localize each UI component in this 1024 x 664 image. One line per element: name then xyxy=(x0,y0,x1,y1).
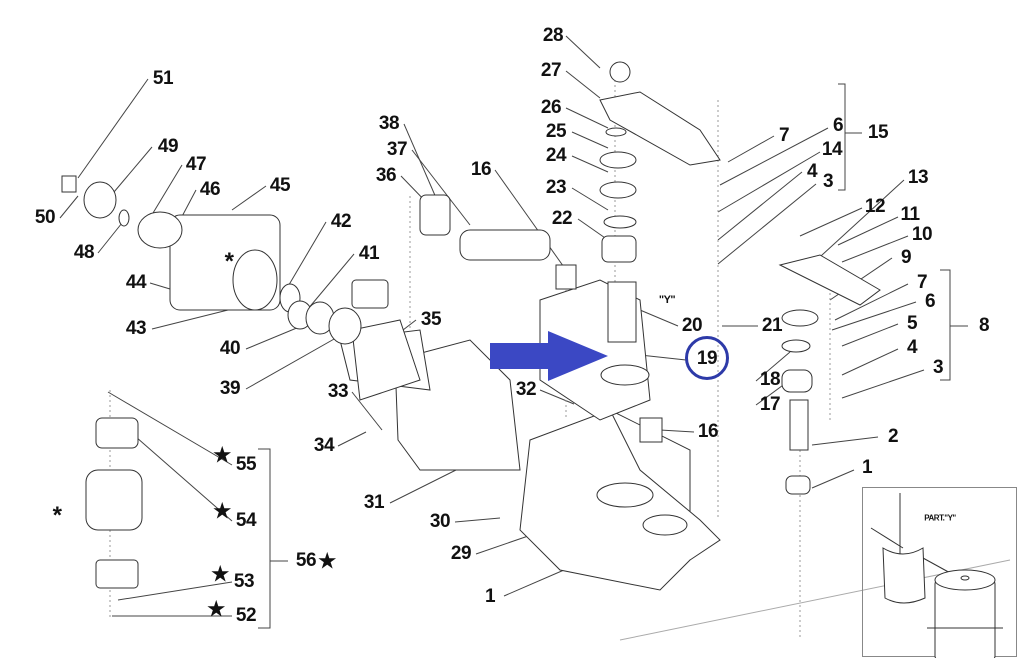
callout-12: 12 xyxy=(864,196,886,217)
callout-49: 49 xyxy=(157,136,179,157)
star-marker: ★ xyxy=(211,563,229,586)
callout-17: 17 xyxy=(759,394,781,415)
callout-36: 36 xyxy=(375,165,397,186)
callout-48: 48 xyxy=(73,242,95,263)
callout-40: 40 xyxy=(219,338,241,359)
callout-16b: 16 xyxy=(697,421,719,442)
part-y-detail-drawing xyxy=(870,493,1003,661)
callout-56: 56 xyxy=(295,550,317,571)
callout-45: 45 xyxy=(269,175,291,196)
callout-9: 9 xyxy=(900,247,912,268)
callout-37: 37 xyxy=(386,139,408,160)
callout-34: 34 xyxy=(313,435,335,456)
inset-title: PART."Y" xyxy=(924,513,956,523)
callout-7b: 7 xyxy=(916,272,928,293)
callout-43: 43 xyxy=(125,318,147,339)
callout-46: 46 xyxy=(199,179,221,200)
callout-10: 10 xyxy=(911,224,933,245)
callout-24: 24 xyxy=(545,145,567,166)
callout-38: 38 xyxy=(378,113,400,134)
callout-1: 1 xyxy=(861,457,873,478)
callout-42: 42 xyxy=(330,211,352,232)
callout-16: 16 xyxy=(470,159,492,180)
callout-29: 29 xyxy=(450,543,472,564)
callout-2: 2 xyxy=(887,426,899,447)
part-y-marker: "Y" xyxy=(658,294,676,306)
part-shapes xyxy=(61,61,881,589)
callout-4b: 4 xyxy=(906,337,918,358)
asterisk-marker: * xyxy=(52,502,62,529)
callout-5: 5 xyxy=(906,313,918,334)
leader-lines xyxy=(59,35,968,629)
star-marker: ★ xyxy=(213,444,231,467)
callout-39: 39 xyxy=(219,378,241,399)
callout-1b: 1 xyxy=(484,586,496,607)
highlight-circle xyxy=(685,336,729,380)
callout-32: 32 xyxy=(515,379,537,400)
callout-54: 54 xyxy=(235,510,257,531)
callout-8: 8 xyxy=(978,315,990,336)
highlight-arrow xyxy=(490,331,608,381)
callout-13: 13 xyxy=(907,167,929,188)
callout-6: 6 xyxy=(832,115,844,136)
callout-15: 15 xyxy=(867,122,889,143)
callout-30: 30 xyxy=(429,511,451,532)
callout-50: 50 xyxy=(34,207,56,228)
callout-55: 55 xyxy=(235,454,257,475)
callout-11: 11 xyxy=(900,204,920,225)
callout-22: 22 xyxy=(551,208,573,229)
callout-33: 33 xyxy=(327,381,349,402)
callout-35: 35 xyxy=(420,309,442,330)
callout-31: 31 xyxy=(363,492,385,513)
callout-21: 21 xyxy=(761,315,783,336)
callout-25: 25 xyxy=(545,121,567,142)
star-marker: ★ xyxy=(213,500,231,523)
callout-28: 28 xyxy=(542,25,564,46)
callout-44: 44 xyxy=(125,272,147,293)
callout-41: 41 xyxy=(358,243,380,264)
asterisk-marker: * xyxy=(224,248,234,275)
callout-26: 26 xyxy=(540,97,562,118)
callout-53: 53 xyxy=(233,571,255,592)
callout-6b: 6 xyxy=(924,291,936,312)
callout-52: 52 xyxy=(235,605,257,626)
callout-19-highlighted: 19 xyxy=(696,348,718,369)
callout-4: 4 xyxy=(806,161,818,182)
callout-27: 27 xyxy=(540,60,562,81)
callout-3: 3 xyxy=(822,171,834,192)
callout-20: 20 xyxy=(681,315,703,336)
callout-18: 18 xyxy=(759,369,781,390)
callout-3b: 3 xyxy=(932,357,944,378)
callout-47: 47 xyxy=(185,154,207,175)
star-marker: ★ xyxy=(207,598,225,621)
callout-23: 23 xyxy=(545,177,567,198)
callout-14: 14 xyxy=(821,139,843,160)
callout-51: 51 xyxy=(152,68,174,89)
star-marker: ★ xyxy=(318,550,336,573)
callout-7: 7 xyxy=(778,125,790,146)
part-y-detail-inset: PART."Y" xyxy=(862,487,1017,661)
